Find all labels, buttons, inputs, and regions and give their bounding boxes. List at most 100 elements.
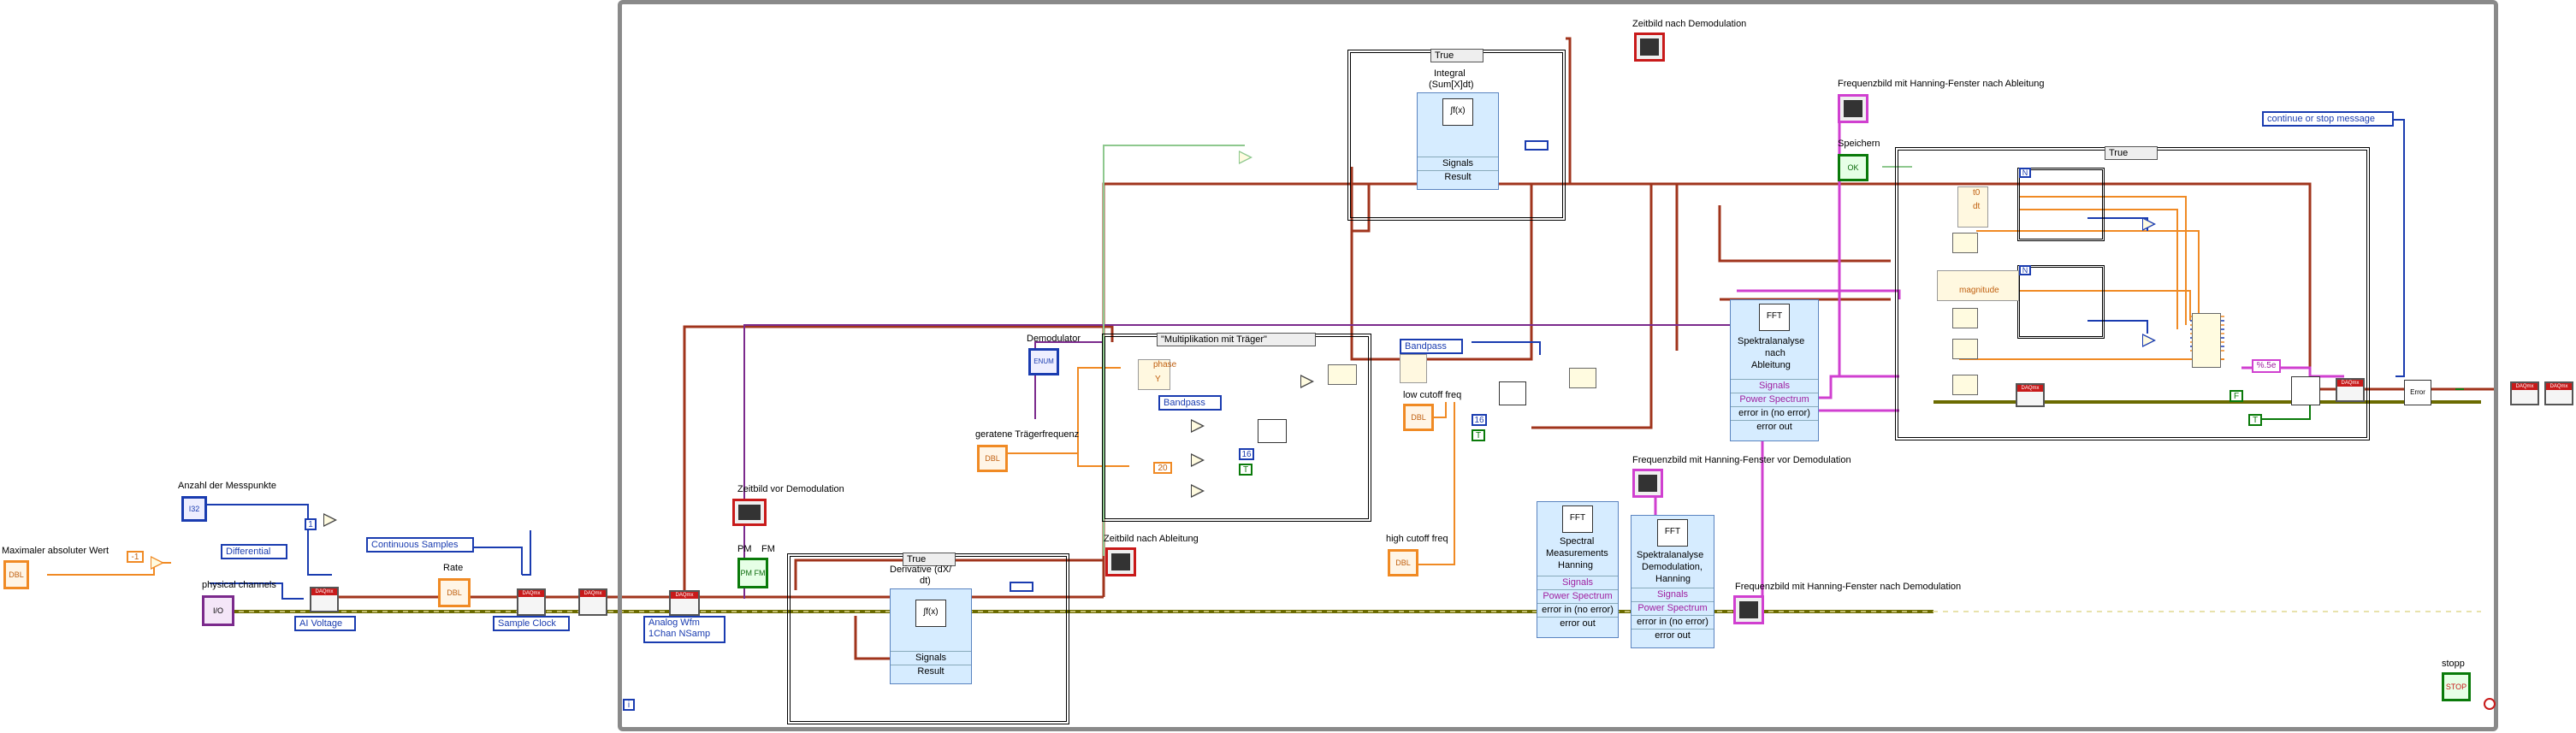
high-cutoff-control[interactable]: DBL (1388, 549, 1418, 576)
array-node-2[interactable] (1569, 368, 1596, 388)
sample-clock-ring[interactable]: Sample Clock (493, 616, 570, 631)
bandpass-ring-1[interactable]: Bandpass (1158, 395, 1222, 411)
case-selector-multiplikation[interactable]: "Multiplikation mit Träger" (1157, 333, 1316, 346)
spectral-demod-err-in[interactable]: error in (no error) (1631, 615, 1714, 628)
integral-express-vi[interactable]: ∫f(x) Signals Result (1417, 92, 1499, 190)
spectral-measurements-err-out[interactable]: error out (1537, 617, 1618, 630)
stopp-button[interactable]: STOP (2442, 672, 2471, 701)
unbundle-node-1[interactable] (1957, 186, 1988, 228)
spectral-ableitung-vi[interactable]: FFT Spektralanalyse nach Ableitung Signa… (1730, 299, 1819, 441)
build-array-node[interactable] (2192, 313, 2221, 368)
const-minus-one[interactable]: -1 (127, 551, 144, 563)
ai-voltage-ring[interactable]: AI Voltage (294, 616, 356, 631)
freq-ableitung-indicator[interactable] (1838, 94, 1868, 123)
multiply-node-5[interactable] (1191, 484, 1205, 498)
multiply-node-6[interactable] (1300, 375, 1314, 388)
daqmx-timing[interactable]: DAQmx (517, 588, 546, 616)
inner-case-1[interactable] (2017, 168, 2105, 241)
const-true-2[interactable]: T (1472, 429, 1485, 441)
const-false[interactable]: F (2230, 390, 2243, 402)
cluster-node[interactable] (1400, 354, 1427, 383)
sine-gen-node[interactable] (1138, 359, 1170, 390)
spectral-demod-vi[interactable]: FFT Spektralanalyse Demodulation, Hannin… (1631, 515, 1714, 648)
physical-channels-control[interactable]: I/O (202, 595, 234, 626)
const-sixteen-2[interactable]: 16 (1472, 414, 1487, 426)
traegerfrequenz-control[interactable]: DBL (977, 445, 1008, 472)
const-twenty[interactable]: 20 (1153, 462, 1172, 474)
terminal-config-ring[interactable]: Differential (221, 544, 287, 559)
daqmx-create-channel[interactable]: DAQmx (310, 587, 339, 612)
spectral-ableitung-err-in[interactable]: error in (no error) (1731, 406, 1818, 419)
spectral-demod-err-out[interactable]: error out (1631, 629, 1714, 641)
daqmx-clear-task[interactable]: DAQmx (2544, 381, 2573, 405)
const-true-1[interactable]: T (1239, 464, 1252, 476)
error-handler-node[interactable]: Error (2404, 380, 2431, 405)
derivative-out[interactable]: Result (891, 665, 971, 677)
array-node-1[interactable] (1328, 364, 1357, 385)
spectral-measurements-err-in[interactable]: error in (no error) (1537, 603, 1618, 616)
spectral-measurements-vi[interactable]: FFT Spectral Measurements Hanning Signal… (1537, 501, 1619, 638)
num-points-control[interactable]: I32 (181, 496, 207, 522)
inner-case-2[interactable] (2017, 265, 2105, 339)
label-demodulator: Demodulator (1027, 334, 1081, 344)
multiply-node-2[interactable] (323, 513, 337, 527)
spectral-ableitung-in[interactable]: Signals (1731, 379, 1818, 392)
bandpass-ring-2[interactable]: Bandpass (1400, 339, 1463, 354)
compare-node-1[interactable] (2142, 217, 2156, 231)
array-index-4[interactable] (1952, 233, 1978, 253)
const-one[interactable]: 1 (305, 518, 317, 530)
integral-out[interactable]: Result (1418, 170, 1498, 183)
const-true-3[interactable]: T (2248, 414, 2262, 426)
daqmx-inside-case[interactable]: DAQmx (2016, 383, 2045, 407)
spectral-demod-out[interactable]: Power Spectrum (1631, 601, 1714, 614)
filter-node-1[interactable] (1258, 419, 1287, 443)
case-selector-right[interactable]: True (2105, 146, 2158, 160)
format-string-const[interactable]: %.5e (2252, 359, 2281, 373)
rate-control[interactable]: DBL (438, 578, 471, 607)
array-index-3[interactable] (1952, 375, 1978, 395)
spectral-ableitung-err-out[interactable]: error out (1731, 420, 1818, 433)
sample-mode-ring[interactable]: Continuous Samples (366, 537, 474, 553)
multiply-node-1[interactable] (151, 556, 164, 570)
freq-nach-demod-indicator[interactable] (1733, 595, 1764, 624)
pm-fm-switch[interactable]: PM FM (737, 558, 768, 588)
low-cutoff-control[interactable]: DBL (1403, 404, 1434, 431)
array-index-2[interactable] (1952, 339, 1978, 359)
demodulator-control[interactable]: ENUM (1028, 348, 1059, 375)
spectral-measurements-out[interactable]: Power Spectrum (1537, 589, 1618, 602)
spectral-measurements-in[interactable]: Signals (1537, 576, 1618, 588)
max-abs-control[interactable]: DBL (3, 560, 29, 589)
continue-or-stop-ring[interactable]: continue or stop message (2262, 111, 2394, 127)
speichern-button[interactable]: OK (1838, 154, 1868, 181)
daqmx-right-1[interactable]: DAQmx (2336, 378, 2365, 402)
zeitbild-nach-demod-indicator[interactable] (1634, 33, 1665, 62)
main-while-loop[interactable] (618, 0, 2498, 731)
multiply-node-3[interactable] (1191, 419, 1205, 433)
multiply-node-7[interactable] (1239, 151, 1252, 164)
derivative-in[interactable]: Signals (891, 651, 971, 664)
compare-node-2[interactable] (2142, 334, 2156, 347)
integral-in[interactable]: Signals (1418, 157, 1498, 169)
freq-vor-demod-indicator[interactable] (1632, 469, 1663, 498)
zeitbild-nach-ableitung-indicator[interactable] (1105, 547, 1136, 576)
daqmx-stop-task[interactable]: DAQmx (2510, 381, 2539, 405)
const-sixteen-1[interactable]: 16 (1239, 448, 1254, 460)
spectral-ableitung-out[interactable]: Power Spectrum (1731, 393, 1818, 405)
daq-title-8: DAQmx (2546, 383, 2572, 390)
filter-node-2[interactable] (1499, 381, 1526, 405)
write-file-node[interactable] (2291, 376, 2320, 405)
derivative-express-vi[interactable]: ∫f(x) Signals Result (890, 588, 972, 684)
case-selector-integral[interactable]: True (1430, 49, 1483, 62)
array-index-1[interactable] (1952, 308, 1978, 328)
spectral-demod-title-1: Spektralanalyse (1637, 550, 1704, 560)
label-freq-vor-demod: Frequenzbild mit Hanning-Fenster vor Dem… (1632, 455, 1851, 465)
daqmx-read[interactable]: DAQmx (669, 590, 700, 616)
daqmx-start-task[interactable]: DAQmx (578, 588, 607, 616)
zeitbild-vor-indicator[interactable] (732, 499, 767, 526)
spectral-demod-in[interactable]: Signals (1631, 588, 1714, 600)
label-freq-nach-demod: Frequenzbild mit Hanning-Fenster nach De… (1735, 582, 1962, 592)
magnitude-node[interactable] (1937, 270, 2019, 301)
multiply-node-4[interactable] (1191, 453, 1205, 467)
case-selector-derivative[interactable]: True (903, 553, 956, 566)
